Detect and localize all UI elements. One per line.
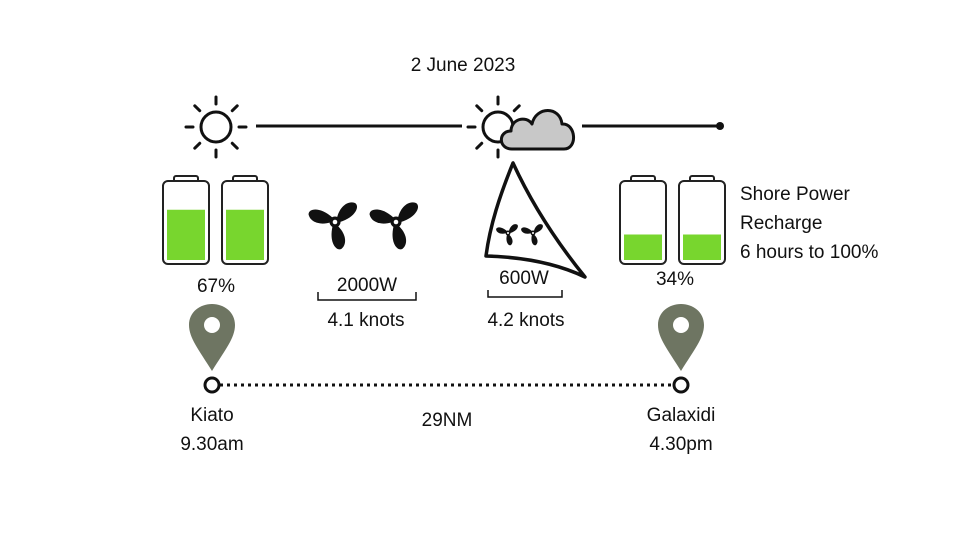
recharge-line-1: Shore Power bbox=[740, 184, 850, 205]
trip-date: 2 June 2023 bbox=[410, 55, 516, 76]
power-bracket bbox=[487, 290, 563, 298]
battery-fill bbox=[167, 209, 205, 260]
timeline-end-dot bbox=[716, 122, 724, 130]
battery-icon bbox=[678, 175, 726, 265]
recharge-line-2: Recharge bbox=[740, 213, 823, 234]
power-bracket bbox=[317, 292, 417, 301]
sun-icon bbox=[184, 95, 248, 159]
battery-fill bbox=[624, 234, 662, 260]
route-distance: 29NM bbox=[421, 410, 473, 431]
start-battery-percent: 67% bbox=[196, 276, 236, 297]
start-time: 9.30am bbox=[180, 434, 244, 455]
end-location-name: Galaxidi bbox=[646, 405, 716, 426]
route-end-dot bbox=[672, 376, 690, 394]
propeller-icon bbox=[367, 202, 419, 251]
end-time: 4.30pm bbox=[649, 434, 713, 455]
sail-speed: 4.2 knots bbox=[487, 310, 565, 331]
location-pin-icon bbox=[189, 304, 235, 371]
sail-power: 600W bbox=[499, 268, 549, 289]
battery-icon bbox=[221, 175, 269, 265]
propeller-icon bbox=[306, 202, 358, 251]
start-location-name: Kiato bbox=[190, 405, 234, 426]
battery-fill bbox=[683, 234, 721, 260]
recharge-line-3: 6 hours to 100% bbox=[740, 242, 879, 263]
route-start-dot bbox=[203, 376, 221, 394]
battery-icon bbox=[619, 175, 667, 265]
sun-cloud-icon bbox=[466, 95, 575, 159]
motor-power: 2000W bbox=[336, 275, 398, 296]
location-pin-icon bbox=[658, 304, 704, 371]
recharge-note: Shore Power Recharge 6 hours to 100% bbox=[740, 180, 878, 267]
battery-fill bbox=[226, 209, 264, 260]
battery-icon bbox=[162, 175, 210, 265]
motor-speed: 4.1 knots bbox=[327, 310, 405, 331]
end-location: Galaxidi 4.30pm bbox=[647, 401, 716, 459]
sail-icon bbox=[484, 161, 587, 279]
end-battery-percent: 34% bbox=[655, 269, 695, 290]
start-location: Kiato 9.30am bbox=[180, 401, 243, 459]
